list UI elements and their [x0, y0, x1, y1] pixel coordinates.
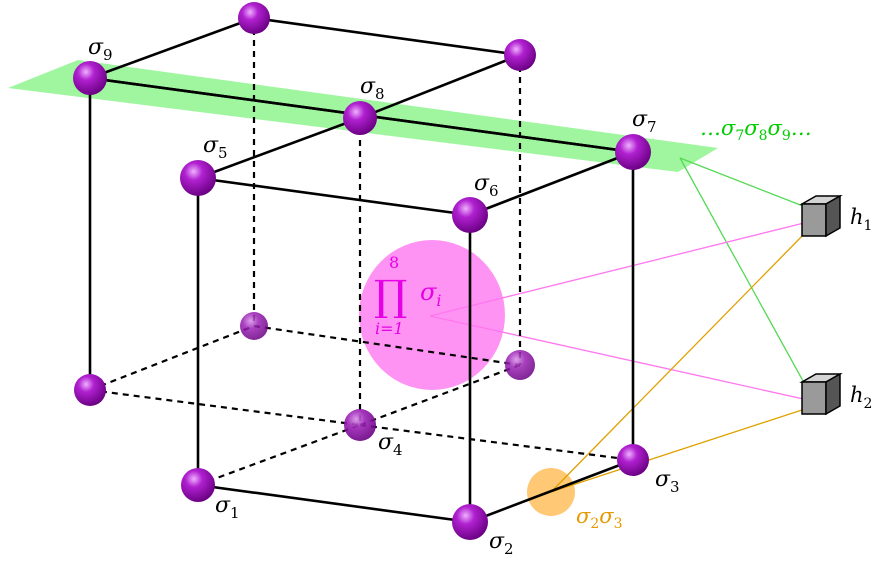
- hidden-links: [429, 157, 809, 493]
- label-sigma-4: σ4: [378, 430, 403, 459]
- label-sigma-5: σ5: [203, 133, 228, 162]
- site-sphere-7: [615, 134, 651, 170]
- hidden-unit-h2-cube: [799, 372, 843, 416]
- site-sphere-8: [343, 101, 377, 135]
- chain-annotation: …σ7σ8σ9…: [700, 116, 812, 144]
- label-sigma-7: σ7: [632, 107, 657, 136]
- site-sphere-3: [617, 444, 649, 476]
- product-upper: 8: [389, 253, 399, 272]
- link-product-h2: [429, 315, 809, 401]
- site-labels: σ9 σ8 σ7 σ5 σ6 σ4 σ3 σ1 σ2: [88, 35, 680, 558]
- label-sigma-9: σ9: [88, 35, 113, 64]
- front-spheres: [73, 2, 651, 540]
- site-sphere-left-bottom: [74, 374, 106, 406]
- label-sigma-1: σ1: [215, 493, 240, 522]
- site-sphere-9: [73, 61, 107, 95]
- label-sigma-3: σ3: [655, 467, 680, 496]
- link-product-h1: [429, 221, 809, 317]
- link-pair-h1: [550, 229, 809, 493]
- site-sphere-6: [452, 197, 488, 233]
- product-annotation: 8 ∏ i=1 σi: [374, 253, 442, 338]
- product-lower: i=1: [375, 319, 404, 338]
- product-term: σi: [420, 278, 442, 310]
- label-sigma-6: σ6: [474, 171, 499, 200]
- label-h1: h1: [850, 205, 872, 234]
- label-sigma-2: σ2: [489, 529, 514, 558]
- site-sphere-2: [452, 504, 488, 540]
- pair-annotation: σ2σ3: [576, 504, 623, 532]
- label-sigma-8: σ8: [360, 74, 385, 103]
- link-chain-h1: [679, 157, 809, 209]
- hidden-edges: [89, 18, 634, 487]
- site-sphere-4: [344, 409, 376, 441]
- site-sphere-back-b: [505, 350, 535, 380]
- link-chain-h2: [679, 157, 809, 391]
- site-sphere-top-back-right: [504, 39, 536, 71]
- site-sphere-5: [180, 160, 216, 196]
- link-pair-h2: [550, 407, 809, 493]
- label-h2: h2: [850, 383, 872, 412]
- product-symbol: ∏: [374, 271, 407, 320]
- back-spheres: [240, 312, 535, 441]
- site-sphere-top-back-left: [238, 2, 270, 34]
- site-sphere-back-a: [240, 312, 268, 340]
- site-sphere-1: [181, 468, 215, 502]
- hidden-unit-h1-cube: [799, 194, 843, 238]
